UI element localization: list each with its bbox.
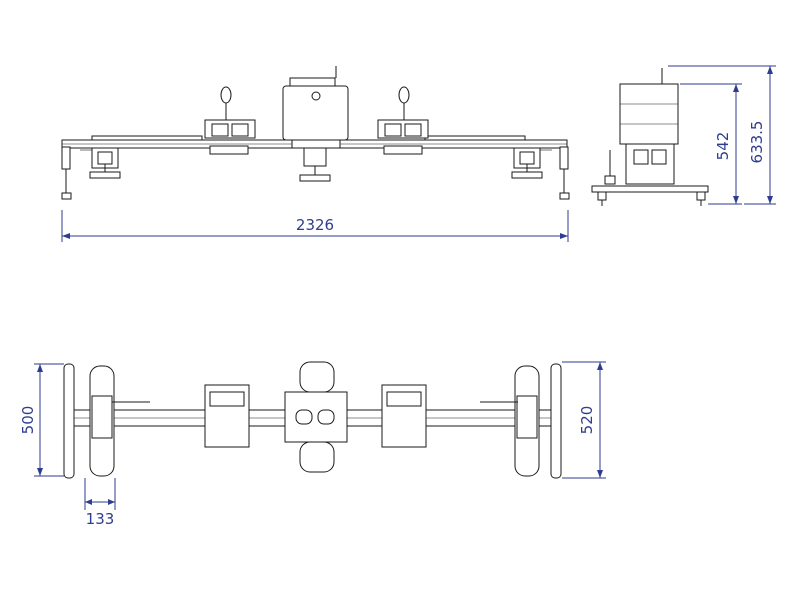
height-total-label: 633.5	[748, 121, 766, 164]
dimension-height-frame: 542	[680, 83, 742, 205]
side-view	[591, 68, 709, 206]
width-frame-label: 520	[578, 406, 596, 435]
dimension-width-pads: 500	[19, 363, 64, 477]
front-view	[61, 66, 570, 200]
dimension-overall-length: 2326	[61, 210, 569, 242]
height-frame-label: 542	[714, 132, 732, 161]
dimension-height-total: 633.5	[668, 65, 776, 205]
dimension-pad-offset: 133	[84, 478, 116, 528]
dimension-width-frame: 520	[562, 361, 606, 479]
width-pads-label: 500	[19, 406, 37, 435]
overall-length-label: 2326	[296, 216, 334, 234]
pad-offset-label: 133	[86, 510, 115, 528]
top-view	[63, 361, 562, 479]
